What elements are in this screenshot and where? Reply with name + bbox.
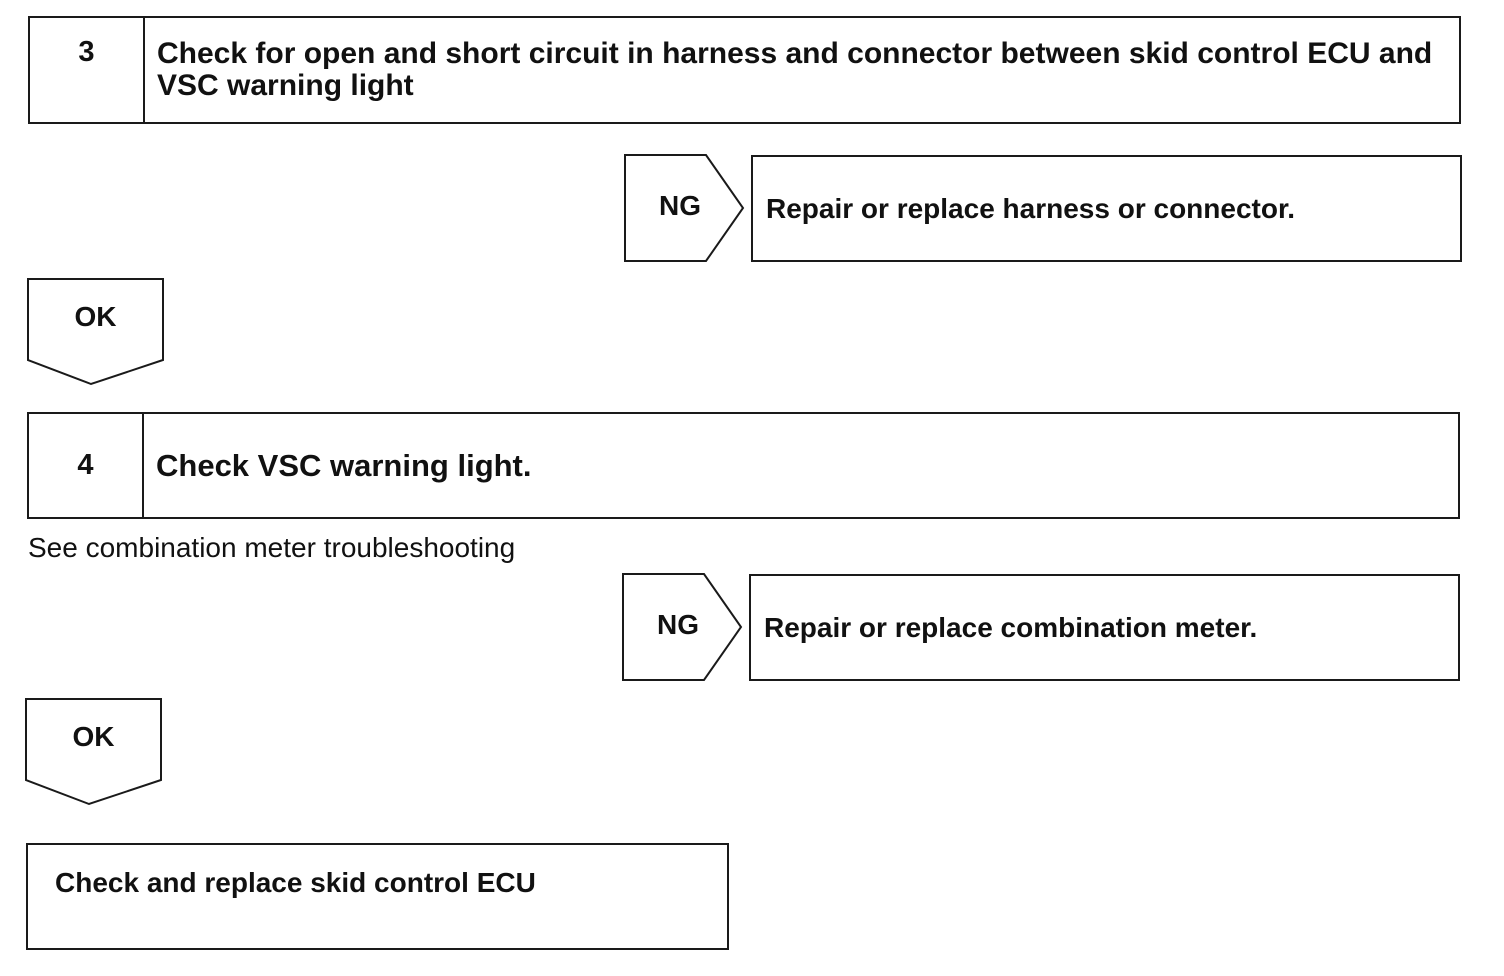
ok-arrow-shape [25,698,162,806]
ng-action-box: Repair or replace harness or connector. [751,155,1462,262]
ok-label: OK [74,301,117,332]
ng-label: NG [657,609,699,640]
ng-arrow-shape [622,573,743,681]
final-action-text: Check and replace skid control ECU [55,867,536,898]
ng-action-text: Repair or replace harness or connector. [766,192,1296,224]
step-number: 3 [30,18,145,122]
final-action-box: Check and replace skid control ECU [26,843,729,950]
ng-action-text: Repair or replace combination meter. [764,611,1258,643]
step-description: Check for open and short circuit in harn… [157,37,1433,102]
ok-arrow-shape [27,278,164,386]
step-number: 4 [29,414,144,517]
step-4-box: 4 Check VSC warning light. [27,412,1460,519]
troubleshooting-note: See combination meter troubleshooting [28,532,516,563]
ng-label: NG [659,190,701,221]
ng-arrow-shape [624,154,745,262]
ng-action-box: Repair or replace combination meter. [749,574,1460,681]
step-3-box: 3 Check for open and short circuit in ha… [28,16,1461,124]
step-description: Check VSC warning light. [156,447,532,483]
ok-label: OK [72,721,115,752]
